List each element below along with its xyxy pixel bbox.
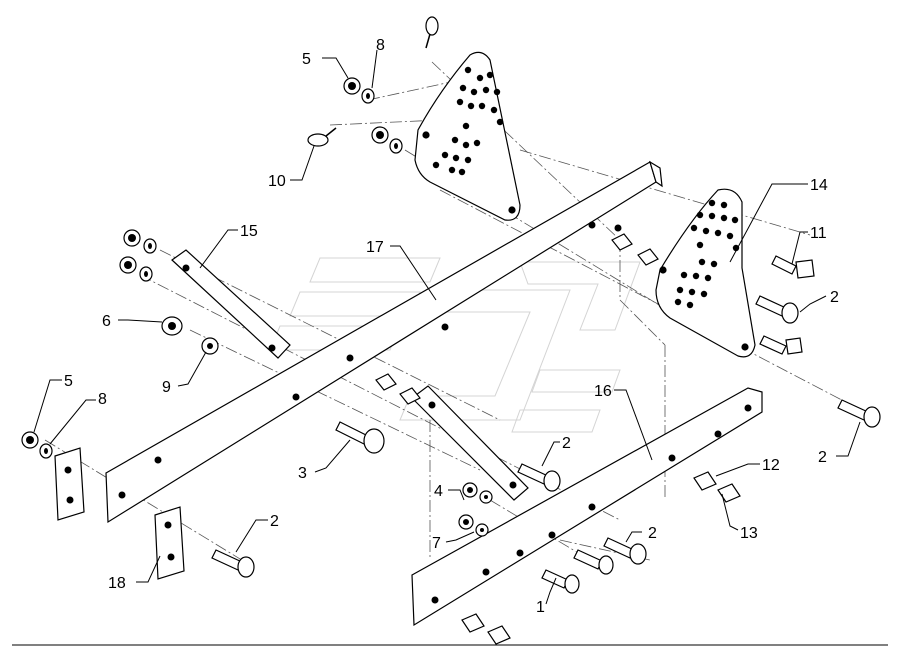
label-8-upper: 8 — [376, 37, 385, 54]
label-11: 11 — [810, 225, 827, 242]
plate-centre — [411, 385, 529, 501]
beam-16 — [411, 387, 763, 627]
label-2-right-upper: 2 — [830, 289, 839, 306]
label-2-lower-right: 2 — [648, 525, 657, 542]
label-1: 1 — [536, 599, 545, 616]
label-2-right-lower: 2 — [818, 449, 827, 466]
beam-17 — [105, 160, 663, 524]
label-2-centre: 2 — [562, 435, 571, 452]
bolts — [211, 255, 881, 594]
label-17: 17 — [366, 239, 384, 256]
fasteners-nuts-washers — [21, 77, 493, 537]
bushings — [375, 233, 741, 645]
label-3: 3 — [298, 465, 307, 482]
label-6: 6 — [102, 313, 111, 330]
label-4: 4 — [434, 483, 443, 500]
callout-labels: 5 8 10 14 15 17 11 2 6 9 5 8 16 2 3 2 12… — [64, 37, 839, 616]
plate-18-lower — [154, 506, 185, 580]
label-14: 14 — [810, 177, 828, 194]
mounting-bracket-upper — [414, 51, 521, 221]
lynch-pins — [307, 16, 439, 147]
label-12: 12 — [762, 457, 780, 474]
label-5-upper: 5 — [302, 51, 311, 68]
mounting-bracket-14 — [655, 188, 756, 358]
label-18: 18 — [108, 575, 126, 592]
label-2-lower-left: 2 — [270, 513, 279, 530]
label-16: 16 — [594, 383, 612, 400]
label-15: 15 — [240, 223, 258, 240]
plate-18-upper — [54, 447, 85, 521]
label-10: 10 — [268, 173, 286, 190]
plate-15 — [171, 249, 291, 359]
label-8-lower: 8 — [98, 391, 107, 408]
leader-lines — [33, 49, 861, 605]
label-13: 13 — [740, 525, 758, 542]
label-7: 7 — [432, 535, 441, 552]
label-5-lower: 5 — [64, 373, 73, 390]
label-9: 9 — [162, 379, 171, 396]
